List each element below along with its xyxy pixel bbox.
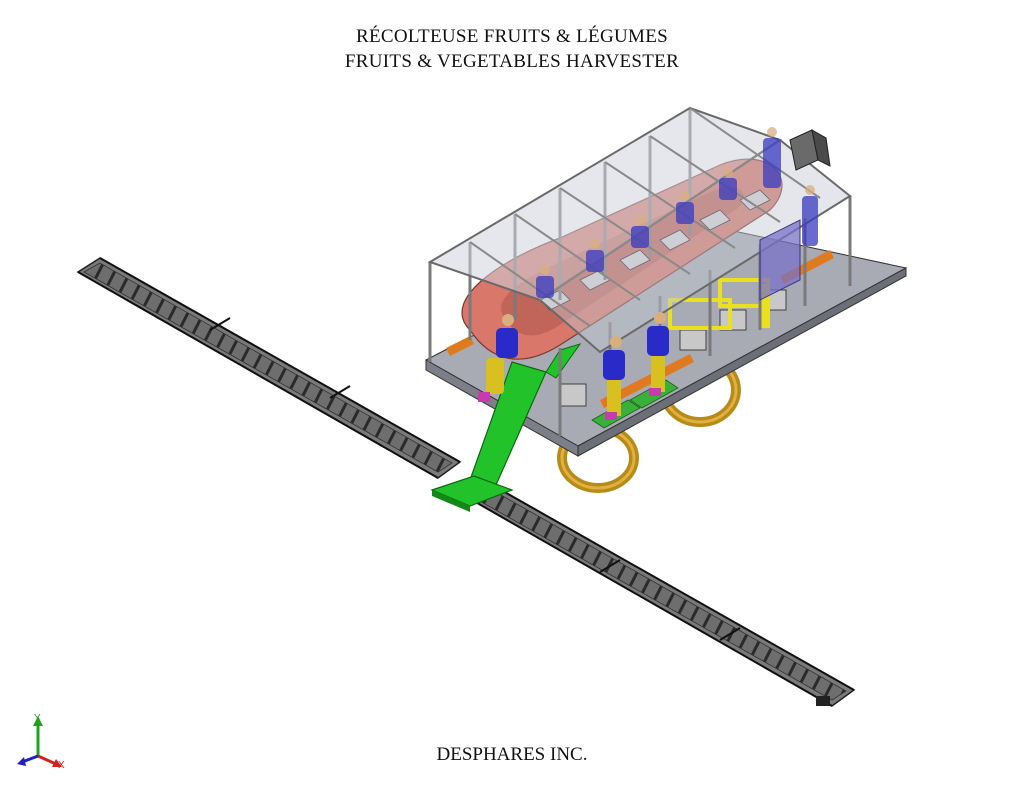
left-boom-conveyor <box>76 257 462 479</box>
right-boom-conveyor <box>470 485 856 707</box>
side-panel <box>759 219 801 301</box>
company-name: DESPHARES INC. <box>436 744 588 765</box>
worker-right <box>647 312 669 396</box>
title-english: FRUITS & VEGETABLES HARVESTER <box>344 51 680 72</box>
worker-rear-row <box>536 127 818 298</box>
y-axis-label: Y <box>34 713 41 724</box>
axis-triad: Y X <box>17 713 65 771</box>
title-block: RÉCOLTEUSE FRUITS & LÉGUMES FRUITS & VEG… <box>0 24 1024 74</box>
worker-middle <box>603 336 625 420</box>
title-french: RÉCOLTEUSE FRUITS & LÉGUMES <box>356 26 668 47</box>
control-box <box>789 129 831 171</box>
harvest-crates <box>539 189 787 407</box>
green-infeed-conveyor <box>430 343 582 512</box>
workers <box>478 127 818 420</box>
glass-canopy-roof <box>427 106 852 354</box>
x-axis-label: X <box>58 760 65 771</box>
x-axis-arrow <box>37 754 57 766</box>
worker-front-left <box>478 314 518 402</box>
